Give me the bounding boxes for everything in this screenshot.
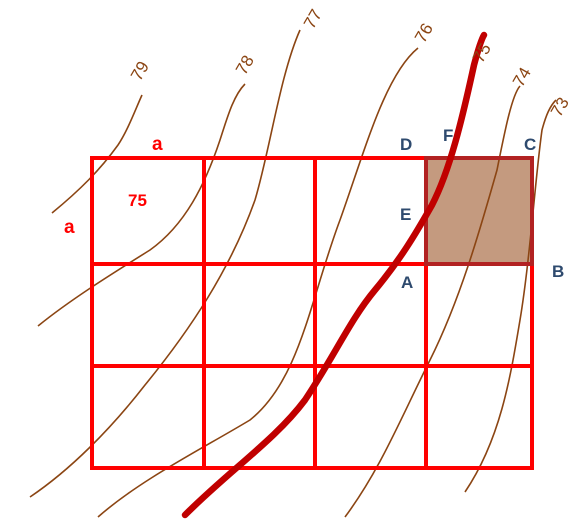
cell-value-label: 75 bbox=[128, 191, 147, 210]
point-labels: D F C E A B bbox=[400, 126, 564, 292]
contour-line-75 bbox=[181, 31, 488, 519]
contour-lines bbox=[29, 29, 557, 518]
contour-label-79: 79 bbox=[127, 58, 153, 84]
point-label-e: E bbox=[400, 205, 411, 224]
side-label-left: a bbox=[64, 217, 75, 238]
side-label-top: a bbox=[152, 134, 163, 155]
contour-label-73: 73 bbox=[547, 94, 572, 120]
point-label-b: B bbox=[552, 262, 564, 281]
contour-line-78 bbox=[37, 83, 246, 327]
point-label-f: F bbox=[443, 126, 453, 145]
contour-labels: 79 78 77 76 75 74 73 bbox=[127, 6, 572, 120]
contour-label-74: 74 bbox=[509, 64, 535, 90]
contour-line-79 bbox=[51, 94, 143, 214]
point-label-a: A bbox=[401, 273, 413, 292]
contour-label-77: 77 bbox=[300, 6, 326, 32]
contour-line-76 bbox=[97, 47, 419, 518]
contour-line-74 bbox=[344, 85, 521, 518]
point-label-c: C bbox=[524, 135, 536, 154]
contour-label-76: 76 bbox=[411, 20, 437, 46]
contour-label-78: 78 bbox=[232, 52, 258, 78]
point-label-d: D bbox=[400, 135, 412, 154]
